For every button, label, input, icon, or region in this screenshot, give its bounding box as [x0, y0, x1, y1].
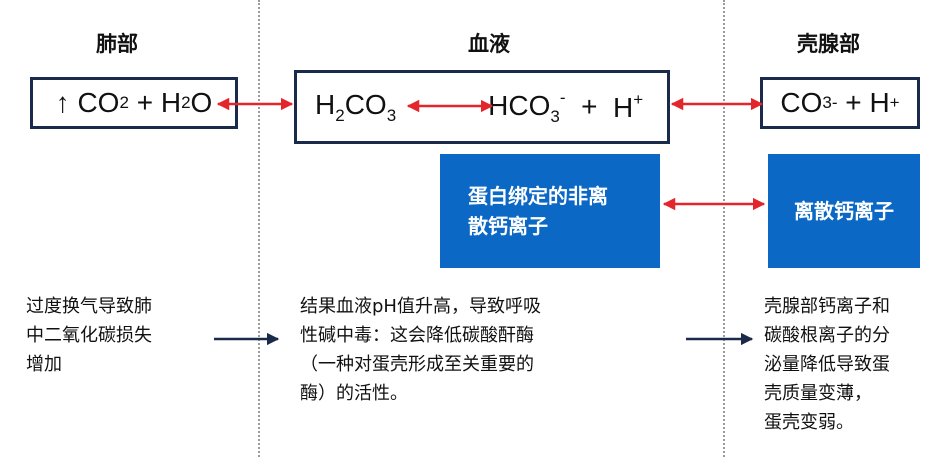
header-blood: 血液: [468, 32, 510, 56]
note-lung-line: 增加: [26, 354, 62, 375]
h-symbol: H: [160, 87, 182, 118]
h-ion: H+: [613, 90, 643, 124]
note-lung-line: 中二氧化碳损失: [26, 325, 152, 346]
note-gland-line: 泌量降低导致蛋: [764, 354, 890, 375]
blood-equation-box: H2CO3 HCO3- + H+: [294, 70, 670, 144]
h-subscript: 2: [335, 105, 345, 125]
co-symbol: CO: [344, 88, 387, 120]
h2co3-formula: H2CO3: [315, 89, 396, 126]
protein-bound-calcium-box: 蛋白绑定的非离 散钙离子: [440, 154, 660, 268]
co-subscript: 3: [386, 105, 397, 125]
hco-symbol: HCO: [488, 89, 551, 121]
divider-left: [258, 0, 260, 457]
h-symbol: H: [869, 87, 890, 118]
h-charge: +: [889, 93, 900, 112]
note-blood-line: 酶）的活性。: [300, 383, 408, 404]
co-symbol: CO: [77, 87, 120, 118]
plus-sign: +: [845, 87, 862, 118]
protein-bound-calcium-line1: 蛋白绑定的非离: [468, 184, 608, 208]
header-shell-gland: 壳腺部: [797, 32, 860, 56]
free-calcium-box: 离散钙离子: [768, 154, 920, 268]
co-charge: -: [831, 93, 838, 112]
note-gland-line: 碳酸根离子的分: [764, 325, 890, 346]
co-subscript: 3: [822, 93, 832, 112]
h-subscript: 2: [181, 93, 191, 112]
note-blood-line: 结果血液pH值升高，导致呼吸: [300, 296, 541, 317]
o-symbol: O: [190, 87, 213, 118]
note-gland-line: 壳质量变薄，: [764, 383, 872, 404]
hco-charge: -: [559, 87, 566, 107]
plus-sign: +: [581, 91, 598, 122]
protein-bound-calcium-line2: 散钙离子: [468, 214, 548, 238]
note-gland: 壳腺部钙离子和 碳酸根离子的分 泌量降低导致蛋 壳质量变薄， 蛋壳变弱。: [764, 292, 934, 437]
h-charge: +: [633, 90, 644, 109]
up-arrow-icon: ↑: [55, 87, 70, 118]
h-symbol: H: [315, 88, 336, 120]
h-symbol: H: [613, 92, 634, 123]
co-subscript: 2: [119, 93, 129, 112]
note-blood-line: （一种对蛋壳形成至关重要的: [300, 354, 534, 375]
hco-subscript: 3: [550, 106, 560, 126]
note-gland-line: 壳腺部钙离子和: [764, 296, 890, 317]
free-calcium-label: 离散钙离子: [794, 199, 894, 223]
note-blood-line: 性碱中毒：这会降低碳酸酐酶: [300, 325, 534, 346]
plus-sign: +: [136, 87, 154, 118]
note-gland-line: 蛋壳变弱。: [764, 412, 854, 433]
co-symbol: CO: [780, 87, 823, 118]
header-lung: 肺部: [96, 32, 138, 56]
divider-right: [723, 0, 725, 457]
note-blood: 结果血液pH值升高，导致呼吸 性碱中毒：这会降低碳酸酐酶 （一种对蛋壳形成至关重…: [300, 292, 720, 408]
note-lung: 过度换气导致肺 中二氧化碳损失 增加: [26, 292, 236, 379]
note-lung-line: 过度换气导致肺: [26, 296, 152, 317]
hco3-formula: HCO3-: [488, 88, 565, 127]
